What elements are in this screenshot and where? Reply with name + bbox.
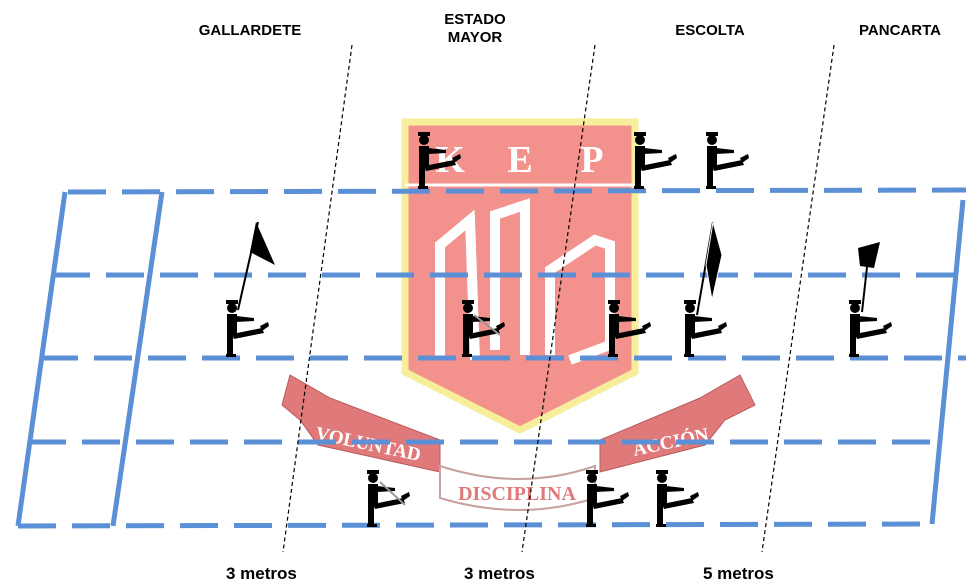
grid-column-line <box>15 191 68 527</box>
ribbon-text-disciplina: DISCIPLINA <box>458 483 576 505</box>
emblem-letter-k: K <box>435 139 465 181</box>
ribbon-left <box>281 374 441 473</box>
grid-column-line <box>110 191 165 527</box>
header-gallardete: GALLARDETE <box>198 22 302 39</box>
marching-soldier-icon <box>367 470 410 527</box>
header-estado-mayor-line2: MAYOR <box>447 29 503 46</box>
emblem-letter-p: P <box>580 139 603 181</box>
formation-grid <box>17 187 966 529</box>
escolta-flag-icon <box>696 221 723 316</box>
emblem-monogram <box>435 198 615 365</box>
header-pancarta: PANCARTA <box>859 22 941 39</box>
distance-label: 3 metros <box>464 564 535 583</box>
header-estado-mayor: ESTADO MAYOR <box>420 11 530 47</box>
header-escolta: ESCOLTA <box>675 22 745 39</box>
grid-row-line <box>67 187 966 195</box>
ribbon-right <box>599 374 756 473</box>
marching-soldier-icon <box>849 300 892 357</box>
marching-soldier-icon <box>634 132 677 189</box>
distance-label: 5 metros <box>703 564 774 583</box>
divider-estado-escolta <box>521 44 596 553</box>
divider-gallardete-estado <box>282 44 353 553</box>
sword-icon <box>379 314 501 506</box>
marching-soldier-icon <box>684 300 727 357</box>
banner-placard-icon <box>858 242 880 313</box>
marching-soldier-icon <box>706 132 749 189</box>
grid-column-line <box>929 199 966 525</box>
marching-soldier-icon <box>586 470 629 527</box>
section-dividers <box>282 44 835 553</box>
distance-label: 3 metros <box>226 564 297 583</box>
emblem-letter-e: E <box>507 139 532 181</box>
marching-soldier-icon <box>656 470 699 527</box>
header-estado-mayor-line1: ESTADO <box>444 11 506 28</box>
divider-escolta-pancarta <box>761 44 835 553</box>
marching-soldier-icon <box>226 300 269 357</box>
kep-emblem: K E P VOLUNTAD DISCIPLINA ACCIÓN <box>281 118 756 511</box>
grid-row-line <box>17 521 933 529</box>
pennant-flag-icon <box>237 221 275 311</box>
